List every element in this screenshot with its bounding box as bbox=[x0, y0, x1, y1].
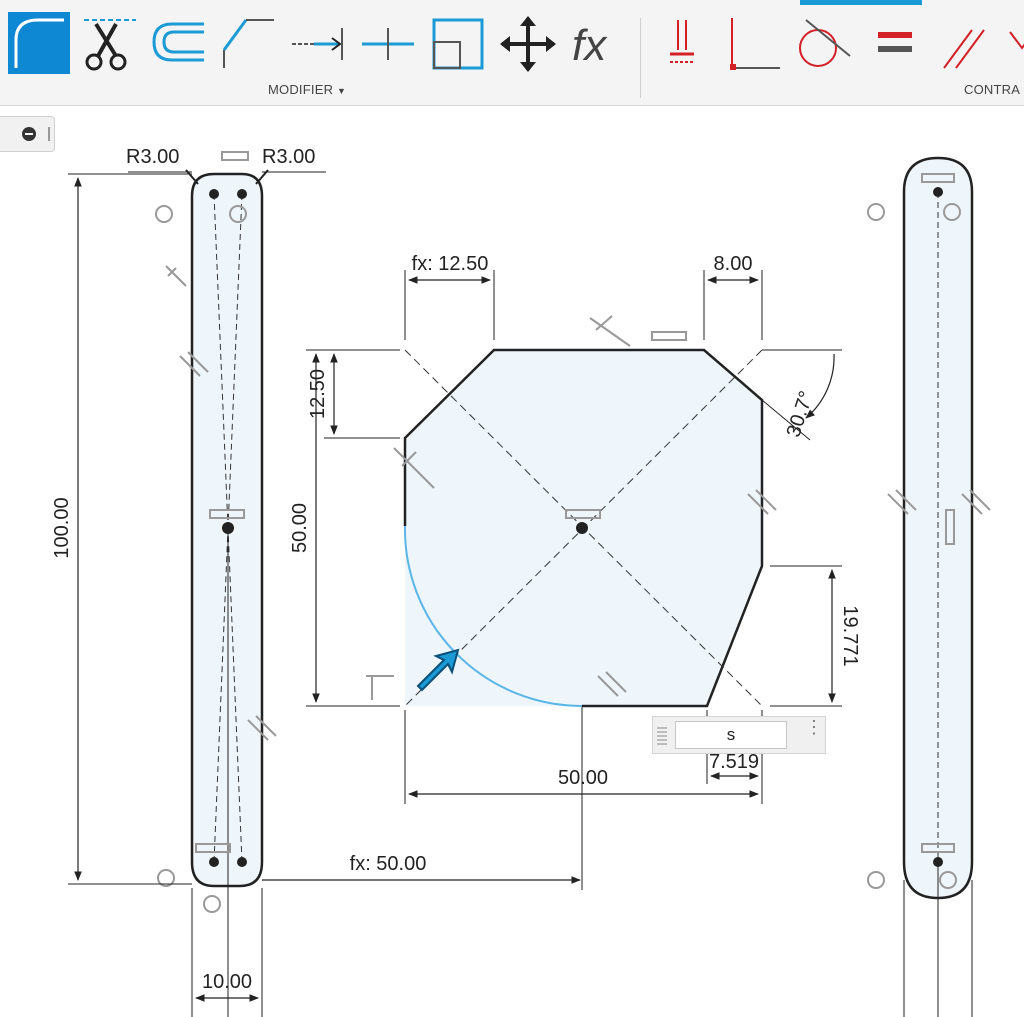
scale-icon bbox=[432, 18, 484, 70]
radius-left-label: R3.00 bbox=[126, 146, 179, 168]
height-label: 100.00 bbox=[51, 497, 73, 558]
fillet-icon bbox=[8, 12, 70, 74]
width-dimension[interactable]: 10.00 bbox=[191, 888, 263, 1017]
split-tool-button[interactable] bbox=[356, 10, 422, 76]
parallel-constraint-icon bbox=[943, 29, 985, 69]
constraints-group-label[interactable]: CONTRA bbox=[964, 82, 1020, 97]
dim-50-vertical-label: 50.00 bbox=[289, 503, 311, 553]
fx-12-50-label: fx: 12.50 bbox=[412, 253, 489, 275]
equal-constraint-icon bbox=[878, 32, 912, 52]
width-label: 10.00 bbox=[202, 971, 252, 993]
dimension-value-input[interactable] bbox=[675, 721, 787, 749]
equal-constraint-button[interactable] bbox=[862, 10, 928, 76]
fillet-tool-button[interactable] bbox=[6, 10, 72, 76]
browser-toggle[interactable] bbox=[0, 116, 55, 152]
fix-constraint-icon bbox=[670, 20, 694, 63]
dim-50-vertical-dimension[interactable]: 50.00 bbox=[289, 353, 400, 707]
caret-down-icon: ▼ bbox=[336, 86, 347, 96]
right-slot-constraint-glyphs bbox=[867, 173, 991, 889]
dim-8-dimension[interactable]: 8.00 bbox=[703, 253, 763, 340]
modifier-group-label[interactable]: MODIFIER ▼ bbox=[268, 82, 346, 97]
fx-50-label: fx: 50.00 bbox=[350, 853, 427, 875]
more-options-icon[interactable]: ⋮ bbox=[805, 717, 823, 737]
left-slot-constraint-glyphs bbox=[155, 151, 277, 913]
move-icon bbox=[500, 16, 556, 72]
offset-tool-button[interactable] bbox=[146, 10, 212, 76]
angle-label: 30.7° bbox=[783, 388, 818, 439]
dim-19-771-dimension[interactable]: 19.771 bbox=[770, 565, 861, 707]
right-slot-profile[interactable] bbox=[902, 156, 974, 1017]
dimension-input-box: ⋮ bbox=[652, 716, 826, 754]
active-tool-indicator bbox=[800, 0, 922, 5]
angle-dimension[interactable]: 30.7° bbox=[761, 349, 842, 441]
dim-7-519-label: 7.519 bbox=[709, 751, 759, 773]
split-icon bbox=[362, 28, 414, 60]
height-dimension[interactable]: 100.00 bbox=[51, 173, 192, 885]
radius-right-label: R3.00 bbox=[262, 146, 315, 168]
break-tool-button[interactable] bbox=[286, 10, 352, 76]
extend-icon bbox=[222, 19, 274, 68]
radius-dimension-left[interactable]: R3.00 bbox=[126, 146, 199, 185]
dim-50-horizontal-label: 50.00 bbox=[558, 767, 608, 789]
dim-12-50-label: 12.50 bbox=[307, 369, 329, 419]
collapse-icon bbox=[22, 127, 36, 141]
center-profile[interactable] bbox=[403, 348, 764, 708]
drag-handle-icon[interactable] bbox=[657, 725, 667, 745]
change-parameters-button[interactable]: fx bbox=[566, 10, 632, 76]
dim-19-771-label: 19.771 bbox=[839, 605, 861, 666]
dim-50-horizontal-dimension[interactable]: 50.00 bbox=[404, 710, 763, 804]
break-icon bbox=[292, 28, 343, 60]
offset-icon bbox=[152, 22, 204, 62]
divider-icon bbox=[48, 127, 50, 141]
sketch-toolbar: fx bbox=[0, 0, 1024, 106]
extend-tool-button[interactable] bbox=[216, 10, 282, 76]
left-slot-profile[interactable] bbox=[190, 172, 264, 1017]
center-constraint-glyphs bbox=[366, 315, 777, 700]
trim-tool-button[interactable] bbox=[76, 10, 142, 76]
radius-dimension-right[interactable]: R3.00 bbox=[255, 146, 326, 185]
toolbar-separator bbox=[640, 18, 641, 98]
fix-constraint-button[interactable] bbox=[652, 10, 718, 76]
perpendicular-constraint-icon bbox=[730, 18, 780, 70]
more-constraints-button[interactable] bbox=[1002, 10, 1024, 76]
trim-scissors-icon bbox=[84, 19, 136, 71]
scale-tool-button[interactable] bbox=[426, 10, 492, 76]
perpendicular-constraint-button[interactable] bbox=[722, 10, 788, 76]
parallel-constraint-button[interactable] bbox=[932, 10, 998, 76]
dim-8-label: 8.00 bbox=[714, 253, 753, 275]
fx-glyph: fx bbox=[572, 21, 608, 70]
tangent-constraint-button[interactable] bbox=[792, 10, 858, 76]
modifier-label: MODIFIER bbox=[268, 82, 334, 97]
tangent-constraint-icon bbox=[799, 19, 851, 67]
dim-12-50-dimension[interactable]: 12.50 bbox=[306, 349, 400, 439]
chevron-icon bbox=[1009, 31, 1024, 50]
move-tool-button[interactable] bbox=[496, 10, 562, 76]
fillet-cursor-icon bbox=[416, 648, 460, 692]
fx-12-50-dimension[interactable]: fx: 12.50 bbox=[404, 253, 495, 340]
change-parameters-icon: fx bbox=[572, 21, 608, 70]
constraints-label: CONTRA bbox=[964, 82, 1021, 97]
sketch-canvas[interactable]: R3.00 R3.00 100.00 10.00 fx: 50.00 bbox=[0, 106, 1024, 1017]
